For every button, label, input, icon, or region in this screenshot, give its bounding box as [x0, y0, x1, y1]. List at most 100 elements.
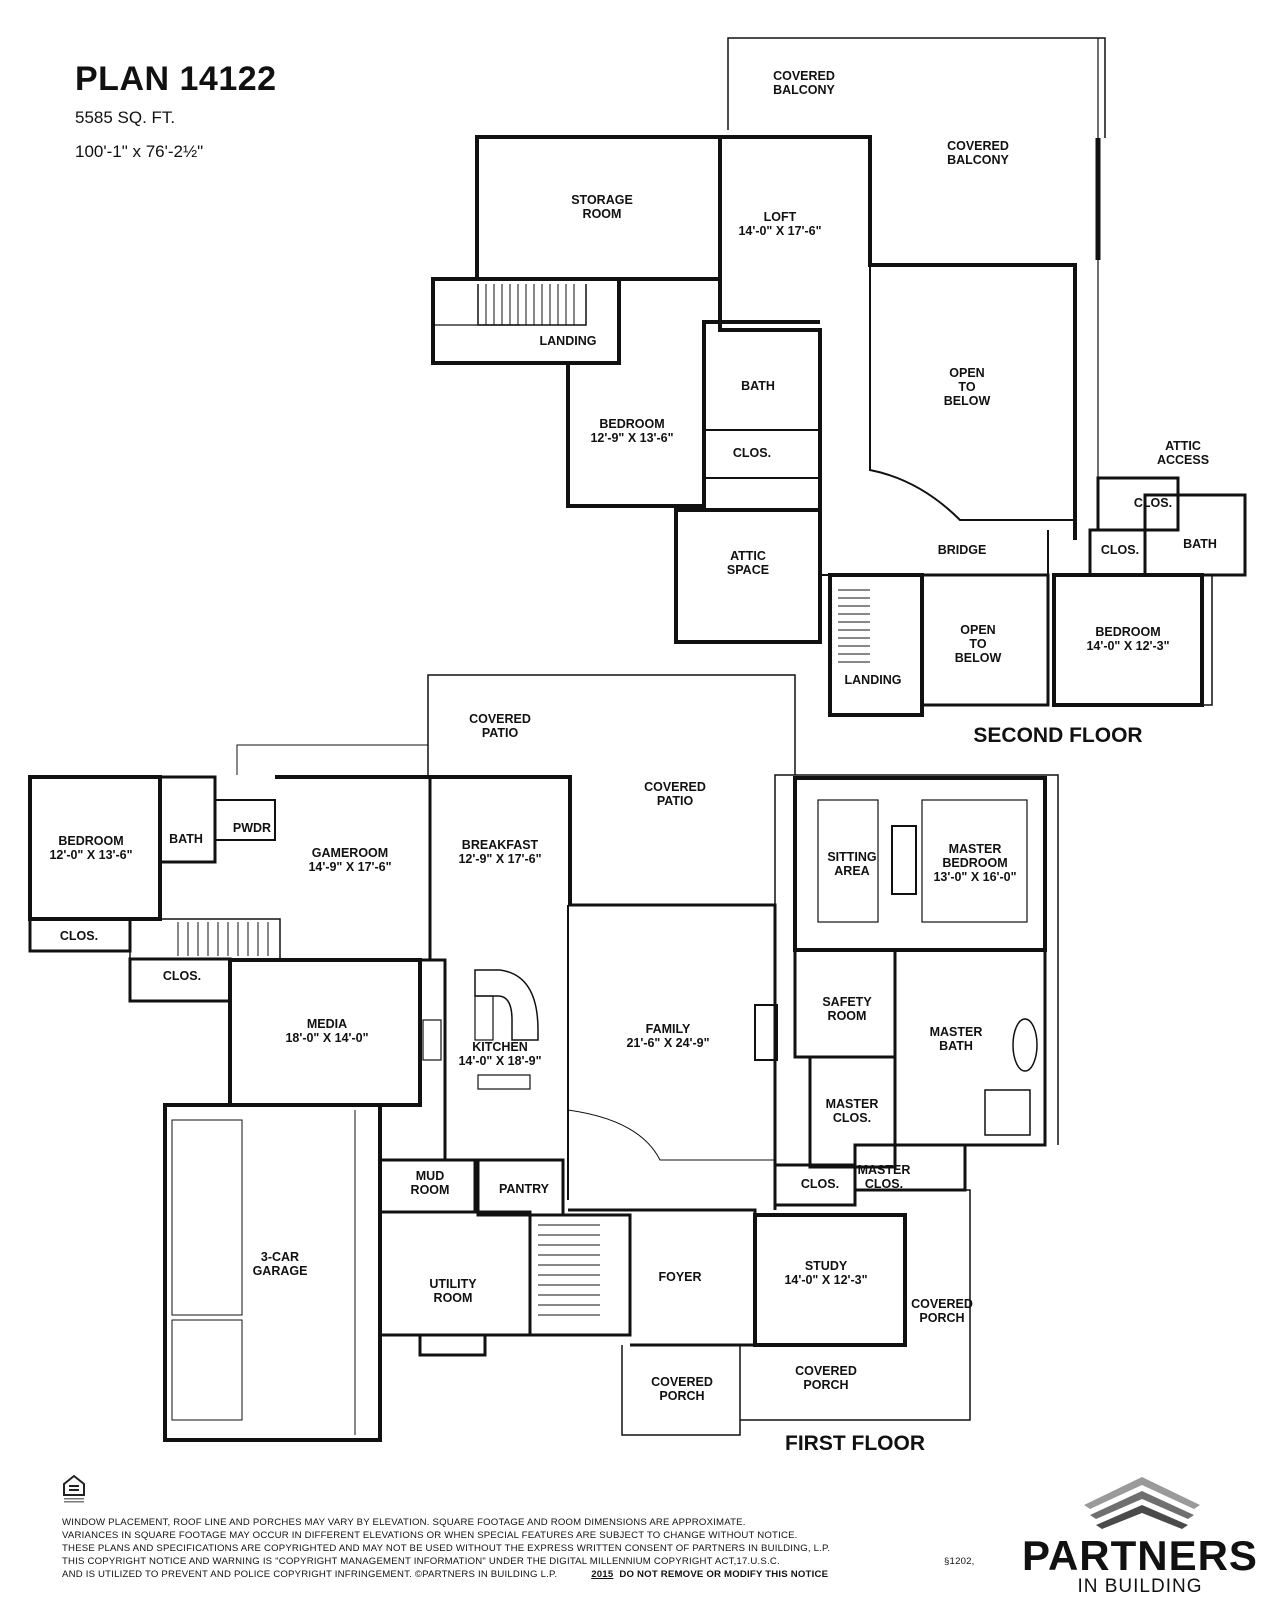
plan-dimensions: 100'-1" x 76'-2½"	[75, 142, 204, 161]
pwdr-walls	[214, 799, 276, 841]
clos-3-walls-first	[773, 1163, 857, 1207]
front-porch-outline	[621, 1345, 741, 1436]
bath-walls	[158, 775, 217, 864]
label-bridge: BRIDGE	[938, 543, 987, 557]
foyer-stair-walls	[528, 1213, 632, 1337]
roof-band-middle	[1090, 1491, 1194, 1519]
notice-line-1: WINDOW PLACEMENT, ROOF LINE AND PORCHES …	[62, 1517, 746, 1528]
brand-name: PARTNERS	[1022, 1532, 1258, 1579]
label-bath: BATH	[169, 832, 203, 846]
master-outer-wall	[774, 774, 1059, 1145]
label-clos-1: CLOS.	[733, 446, 771, 460]
notice-section: §1202,	[944, 1556, 975, 1567]
master-bed-rug	[921, 799, 1028, 923]
open-to-below-2-walls	[922, 573, 1050, 707]
label-clos-3: CLOS.	[801, 1177, 839, 1191]
upper-stair-landing	[431, 277, 621, 365]
kitchen-walls	[420, 958, 447, 1160]
bedroom-1-walls	[566, 320, 820, 508]
kitchen-island-sink	[474, 995, 494, 1041]
equal-housing-opportunity-icon	[63, 1474, 85, 1503]
label-clos-2: CLOS.	[163, 969, 201, 983]
notice-line-2: VARIANCES IN SQUARE FOOTAGE MAY OCCUR IN…	[62, 1530, 798, 1541]
kitchen-island	[474, 969, 539, 1041]
label-landing-bottom: LANDING	[845, 673, 902, 687]
plan-title: PLAN 14122	[75, 60, 277, 98]
lower-stair-treads	[838, 589, 870, 663]
label-pantry: PANTRY	[499, 1182, 550, 1196]
pantry-walls	[476, 1158, 565, 1217]
roof-band-top	[1084, 1477, 1200, 1509]
kitchen-range	[422, 1019, 442, 1061]
label-clos-2: CLOS.	[1134, 496, 1172, 510]
second-floor-walls	[431, 37, 1247, 717]
kitchen-counter	[477, 1074, 531, 1090]
notice-line-3: THESE PLANS AND SPECIFICATIONS ARE COPYR…	[62, 1543, 831, 1554]
second-floor-label: SECOND FLOOR	[973, 724, 1142, 747]
roof-logo-icon	[1084, 1477, 1200, 1529]
gameroom-stair-treads	[177, 922, 269, 956]
notice-line-5: AND IS UTILIZED TO PREVENT AND POLICE CO…	[62, 1568, 982, 1581]
family-opening-arc	[567, 1109, 775, 1161]
label-bath-1: BATH	[741, 379, 775, 393]
study-walls	[753, 1213, 907, 1347]
label-pwdr: PWDR	[233, 821, 271, 835]
loft-top-wall	[720, 135, 1077, 540]
label-clos-1: CLOS.	[60, 929, 98, 943]
family-walls	[568, 903, 777, 1210]
foyer-stair-treads	[538, 1224, 600, 1316]
plan-square-footage: 5585 SQ. FT.	[75, 108, 176, 127]
bedroom-2-bump	[1202, 574, 1213, 706]
sitting-area-table	[891, 825, 917, 895]
upper-stair-treads	[477, 284, 587, 326]
covered-balcony-outline	[727, 37, 1106, 138]
fireplace	[754, 1004, 778, 1061]
first-floor-label: FIRST FLOOR	[785, 1432, 925, 1455]
lower-landing-walls	[828, 573, 924, 717]
utility-room-walls	[378, 1210, 532, 1337]
notice-line-5-text: AND IS UTILIZED TO PREVENT AND POLICE CO…	[62, 1569, 558, 1580]
covered-patio-outline	[427, 674, 796, 775]
roof-band-bottom	[1096, 1505, 1188, 1529]
label-landing-top: LANDING	[540, 334, 597, 348]
first-floor-walls	[28, 674, 1059, 1442]
notice-line-4: THIS COPYRIGHT NOTICE AND WARNING IS "CO…	[62, 1556, 780, 1567]
label-bath-2: BATH	[1183, 537, 1217, 551]
notice-year: 2015	[591, 1569, 614, 1580]
partners-in-building-logo: PARTNERS IN BUILDING	[1020, 1475, 1260, 1597]
master-bath-walls	[893, 948, 1047, 1147]
bedroom-2-walls	[1052, 573, 1204, 707]
patio-left-outline	[236, 744, 428, 775]
label-foyer: FOYER	[658, 1270, 701, 1284]
master-bath-shower	[984, 1089, 1031, 1136]
upper-stair-tread-lines	[485, 284, 575, 325]
